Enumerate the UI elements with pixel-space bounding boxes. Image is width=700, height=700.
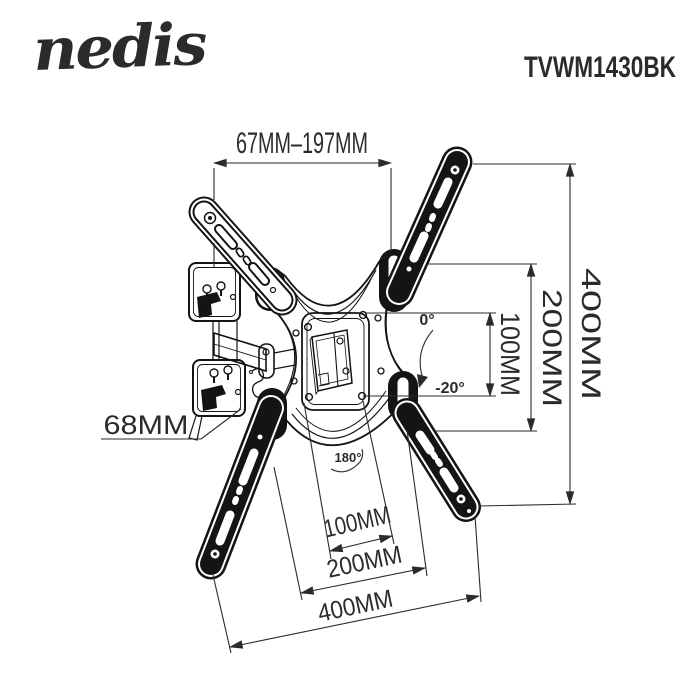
dim-label-top-width: 67MM–197MM — [236, 127, 368, 160]
dim-wall-distance: 68MM — [101, 408, 242, 440]
tilt-arc-arrow — [419, 329, 434, 380]
vesa-hole — [358, 310, 368, 320]
brand-logo: nedis — [32, 10, 208, 84]
arm-bottom-right — [392, 398, 481, 522]
dim-right-200: 200MM — [428, 262, 567, 433]
dim-right-400: 400MM — [473, 162, 606, 507]
arm-top-left — [188, 196, 298, 316]
tilt-annotation: 0° -20° — [417, 312, 465, 397]
hook-peg — [202, 284, 212, 294]
page-header: nedis TVWM1430BK — [32, 10, 676, 84]
dim-label-right-100: 100MM — [495, 312, 525, 396]
hook-peg — [209, 368, 219, 378]
dim-label-bottom-200: 200MM — [324, 541, 404, 584]
tilt-min-label: -20° — [435, 380, 465, 397]
dim-label-bottom-100: 100MM — [321, 501, 394, 544]
vesa-square — [301, 310, 370, 411]
swivel-label: 180° — [335, 450, 362, 465]
arm-top-right — [383, 146, 473, 308]
dim-label-right-200: 200MM — [537, 289, 567, 407]
locking-hook — [201, 385, 226, 411]
locking-hook — [197, 292, 221, 318]
vesa-hole — [303, 322, 313, 332]
dim-label-wall-distance: 68MM — [104, 410, 189, 440]
model-number: TVWM1430BK — [524, 51, 676, 84]
hook-peg — [216, 281, 226, 291]
swivel-arc — [330, 448, 364, 473]
swing-arm — [213, 331, 296, 379]
dim-label-right-400: 400MM — [576, 268, 606, 400]
arm-bottom-left — [195, 392, 287, 580]
dim-top-width: 67MM–197MM — [212, 127, 393, 267]
hook-peg — [223, 365, 233, 375]
wall-bracket — [188, 262, 296, 441]
dim-right-100: 100MM — [364, 311, 525, 398]
spring-clip — [251, 367, 265, 399]
tilt-max-label: 0° — [419, 312, 434, 329]
swivel-annotation: 180° — [330, 448, 364, 473]
vesa-hole — [304, 392, 314, 402]
